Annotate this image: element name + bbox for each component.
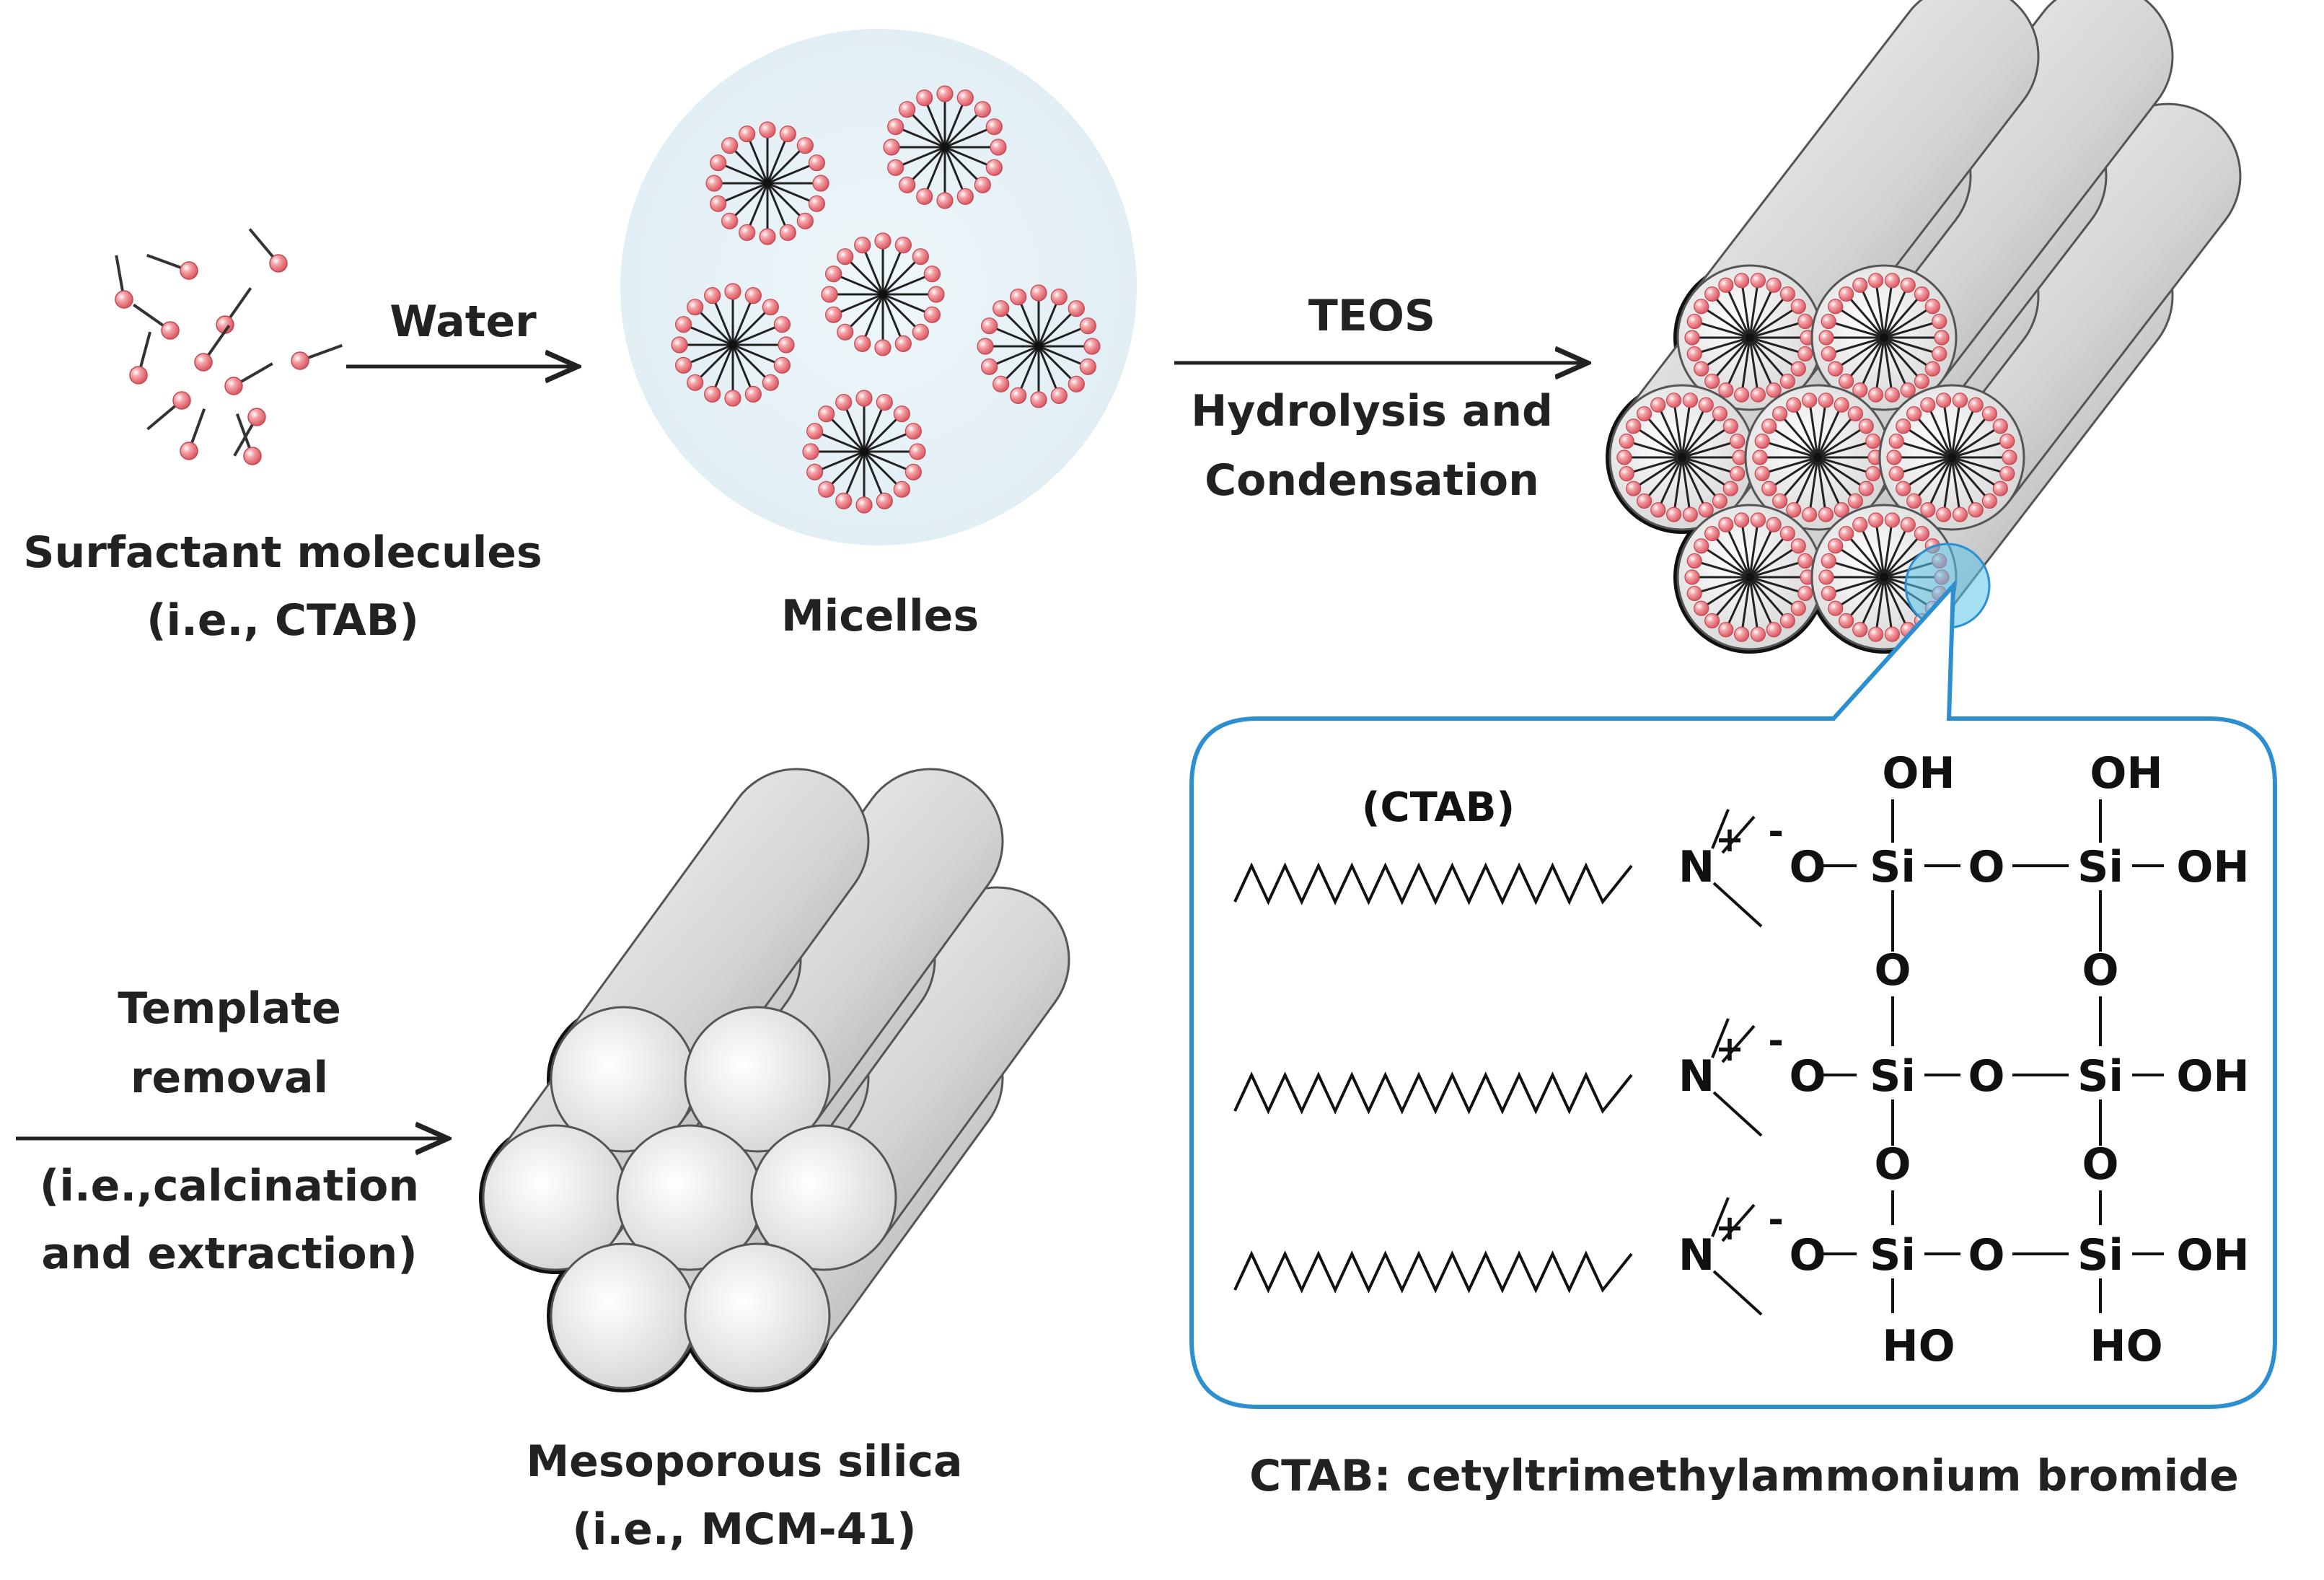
rod-micelle [1684, 273, 1815, 403]
hydroxyl-group: OH [2176, 1230, 2249, 1281]
micelle [705, 121, 829, 245]
rod-end [750, 1124, 897, 1271]
surfactant-molecule [180, 408, 206, 460]
micelle [977, 284, 1101, 408]
rod-end [684, 1242, 831, 1390]
micelle [883, 85, 1007, 209]
oxygen-atom: O [1874, 945, 1911, 996]
rod-end [550, 1242, 697, 1390]
mcm41-label: (i.e., MCM-41) [572, 1504, 916, 1555]
oxygen-atom: O [1789, 1230, 1826, 1281]
micelle [802, 390, 926, 514]
mesoporous-silica-label: Mesoporous silica [526, 1436, 962, 1487]
removal-label: removal [131, 1053, 328, 1103]
surfactant-molecule [216, 287, 252, 334]
silicon-atom: Si [2077, 1230, 2123, 1281]
nitrogen-atom: N [1678, 1230, 1715, 1281]
water-label: Water [389, 297, 537, 347]
surfactant-label: Surfactant molecules [23, 527, 542, 578]
ctab-tag: (CTAB) [1362, 784, 1515, 831]
nitrogen-atom: N [1678, 842, 1715, 892]
callout-box [1189, 579, 2277, 1409]
hydroxyl-group: OH [2176, 1051, 2249, 1102]
ctab-caption: CTAB: cetyltrimethylammonium bromide [1249, 1451, 2239, 1501]
negative-charge: - [1768, 1198, 1784, 1242]
oxygen-atom: O [1789, 842, 1826, 892]
empty-pore-rods [479, 768, 1070, 1392]
hydroxyl-group: OH [2176, 842, 2249, 892]
rod-micelle [1616, 392, 1748, 522]
methyl-bond [1712, 1270, 1763, 1316]
positive-charge: + [1715, 1029, 1744, 1069]
extraction-label: and extraction) [41, 1229, 417, 1279]
silicon-atom: Si [2077, 842, 2123, 892]
surfactant-molecules [115, 228, 343, 465]
template-label: Template [118, 983, 341, 1034]
surfactant-example-label: (i.e., CTAB) [146, 595, 419, 646]
rod-end [684, 1006, 831, 1153]
positive-charge: + [1715, 1208, 1744, 1248]
methyl-bond [1712, 1091, 1763, 1137]
hydroxyl-group: HO [1882, 1321, 1955, 1371]
hydroxyl-group: OH [2090, 748, 2162, 799]
surfactant-molecule [129, 331, 151, 385]
methyl-bond [1711, 1018, 1730, 1058]
rod-micelle [1818, 273, 1950, 403]
oxygen-atom: O [2082, 1139, 2118, 1190]
hydrolysis-label: Hydrolysis and [1191, 386, 1553, 436]
surfactant-molecule [235, 413, 262, 465]
teos-label: TEOS [1308, 291, 1435, 341]
templated-rods [1606, 0, 2242, 654]
negative-charge: - [1768, 810, 1784, 853]
methyl-bond [1721, 1203, 1756, 1242]
oxygen-atom: O [1968, 1051, 2004, 1102]
hydroxyl-group: HO [2090, 1321, 2162, 1371]
silicon-atom: Si [1870, 1051, 1916, 1102]
hydroxyl-group: OH [1882, 748, 1955, 799]
methyl-bond [1721, 815, 1756, 854]
oxygen-atom: O [1968, 1230, 2004, 1281]
oxygen-atom: O [1874, 1139, 1911, 1190]
nitrogen-atom: N [1678, 1051, 1715, 1102]
micelles-group [671, 85, 1101, 514]
micelles-label: Micelles [781, 591, 979, 641]
methyl-bond [1721, 1024, 1756, 1063]
condensation-label: Condensation [1205, 455, 1539, 506]
templated-rod-bundle [1606, 0, 2242, 654]
negative-charge: - [1768, 1019, 1784, 1063]
methyl-bond [1712, 882, 1763, 928]
micelle [821, 232, 945, 356]
rod-micelle [1684, 512, 1815, 642]
surfactant-molecule [146, 253, 198, 280]
oxygen-atom: O [1789, 1051, 1826, 1102]
positive-charge: + [1715, 820, 1744, 860]
alkyl-chain [1233, 862, 1633, 905]
alkyl-chain [1233, 1071, 1633, 1115]
rod-micelle [1886, 392, 2017, 522]
silicon-atom: Si [2077, 1051, 2123, 1102]
methyl-bond [1711, 809, 1730, 849]
micelle [671, 283, 795, 407]
calcination-label: (i.e.,calcination [40, 1161, 419, 1211]
silicon-atom: Si [1870, 1230, 1916, 1281]
surfactant-molecule [115, 255, 133, 309]
oxygen-atom: O [1968, 842, 2004, 892]
surfactant-molecule [248, 228, 288, 273]
mesoporous-silica-bundle [479, 768, 1070, 1392]
surfactant-molecule [291, 343, 343, 370]
alkyl-chain [1233, 1250, 1633, 1294]
surfactant-molecule [194, 325, 231, 372]
surfactant-molecule [146, 391, 191, 431]
surfactant-molecule [224, 362, 273, 395]
oxygen-atom: O [2082, 945, 2118, 996]
surfactant-molecule [133, 303, 180, 340]
methyl-bond [1711, 1197, 1730, 1237]
silicon-atom: Si [1870, 842, 1916, 892]
micelle-solution [620, 29, 1137, 545]
